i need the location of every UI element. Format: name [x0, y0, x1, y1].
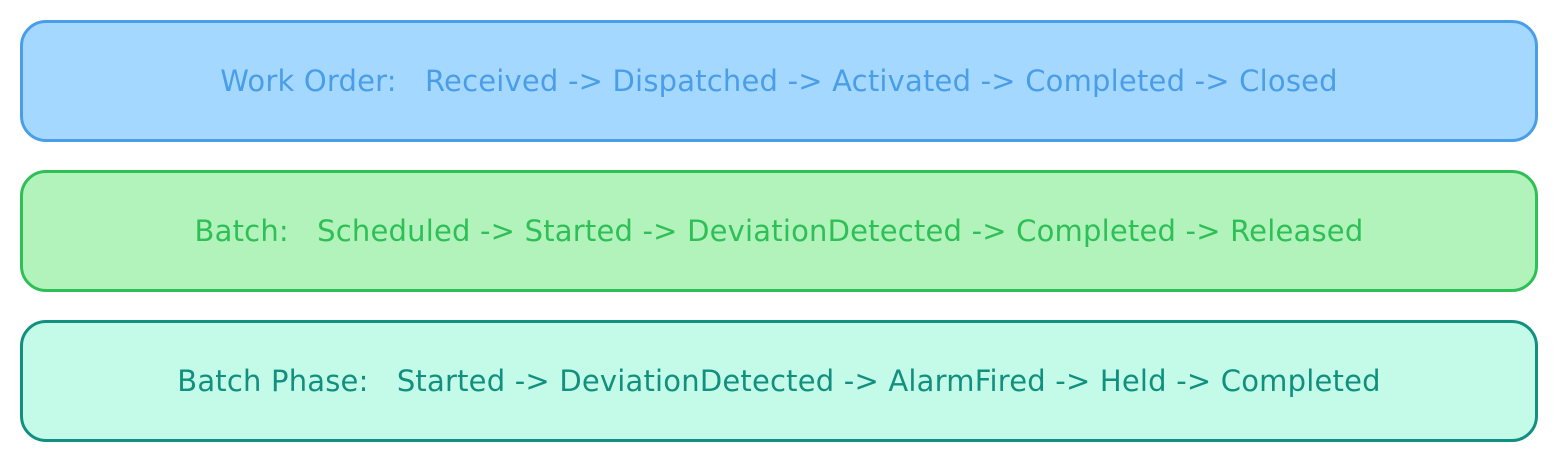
work-order-lifecycle-box: Work Order: Received -> Dispatched -> Ac… [20, 20, 1538, 142]
batch-lifecycle-box: Batch: Scheduled -> Started -> Deviation… [20, 170, 1538, 292]
batch-lifecycle-text: Batch: Scheduled -> Started -> Deviation… [194, 214, 1364, 248]
batch-phase-lifecycle-box: Batch Phase: Started -> DeviationDetecte… [20, 320, 1538, 442]
work-order-lifecycle-text: Work Order: Received -> Dispatched -> Ac… [220, 64, 1338, 98]
batch-phase-lifecycle-text: Batch Phase: Started -> DeviationDetecte… [177, 364, 1381, 398]
